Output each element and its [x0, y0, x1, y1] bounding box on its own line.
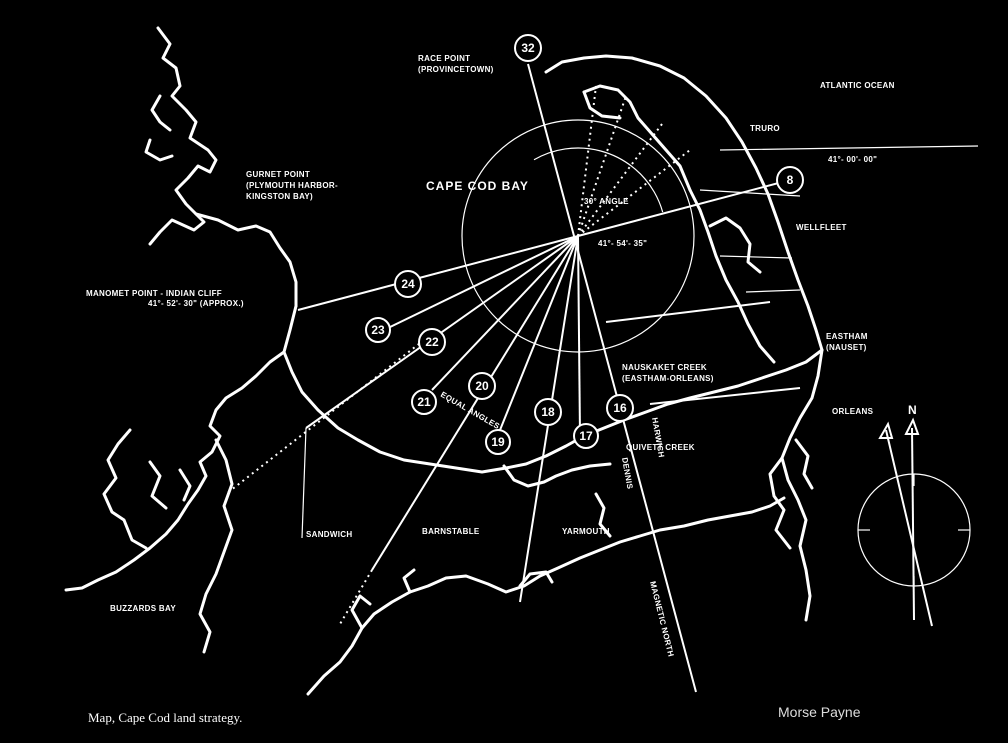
- marker-20: 20: [468, 372, 496, 400]
- svg-text:18: 18: [541, 405, 555, 419]
- svg-text:16: 16: [613, 401, 627, 415]
- marker-21: 21: [411, 389, 437, 415]
- station-markers: 32 8 24 23 22 21 20 19 18 17 16: [365, 34, 804, 455]
- marker-22: 22: [418, 328, 446, 356]
- gurnet-point-sub1-label: (PLYMOUTH HARBOR-: [246, 181, 338, 190]
- magnetic-north-label: MAGNETIC NORTH: [648, 580, 675, 657]
- atlantic-ocean-label: ATLANTIC OCEAN: [820, 81, 895, 90]
- coastline: [64, 26, 824, 696]
- eastham-sub-label: (NAUSET): [826, 343, 867, 352]
- inner-arc: [489, 147, 667, 325]
- angle-30-label: 30° ANGLE: [584, 197, 629, 206]
- nauskaket-creek-label: NAUSKAKET CREEK: [622, 363, 707, 372]
- town-boundaries: [301, 145, 979, 539]
- nauskaket-sub-label: (EASTHAM-ORLEANS): [622, 374, 714, 383]
- cape-cod-bay-circle: [461, 119, 695, 353]
- gurnet-point-sub2-label: KINGSTON BAY): [246, 192, 313, 201]
- eastham-label: EASTHAM: [826, 332, 868, 341]
- svg-text:24: 24: [401, 277, 415, 291]
- magnetic-arrow-icon: [904, 417, 920, 435]
- race-point-sub-label: (PROVINCETOWN): [418, 65, 494, 74]
- dennis-label: DENNIS: [620, 457, 634, 490]
- barnstable-label: BARNSTABLE: [422, 527, 480, 536]
- marker-24: 24: [394, 270, 422, 298]
- north-label: N: [908, 403, 918, 417]
- compass: N: [857, 403, 971, 627]
- truro-label: TRURO: [750, 124, 780, 133]
- place-labels: RACE POINT (PROVINCETOWN) ATLANTIC OCEAN…: [86, 54, 895, 658]
- race-point-label: RACE POINT: [418, 54, 470, 63]
- svg-text:21: 21: [417, 395, 431, 409]
- manomet-point-label: MANOMET POINT - INDIAN CLIFF: [86, 289, 222, 298]
- yarmouth-label: YARMOUTH: [562, 527, 610, 536]
- north-arrow-icon: [878, 421, 894, 439]
- marker-18: 18: [534, 398, 562, 426]
- sandwich-label: SANDWICH: [306, 530, 352, 539]
- svg-text:22: 22: [425, 335, 439, 349]
- marker-32: 32: [514, 34, 542, 62]
- svg-text:23: 23: [371, 323, 385, 337]
- svg-text:32: 32: [521, 41, 535, 55]
- quivett-creek-label: QUIVETT CREEK: [626, 443, 695, 452]
- credit-label: Morse Payne: [778, 704, 861, 720]
- svg-text:8: 8: [787, 173, 794, 187]
- cape-cod-bay-label: CAPE COD BAY: [426, 179, 529, 193]
- marker-8: 8: [776, 166, 804, 194]
- coord-right-label: 41°- 00'- 00": [828, 155, 877, 164]
- gurnet-point-label: GURNET POINT: [246, 170, 310, 179]
- svg-text:17: 17: [579, 429, 593, 443]
- harwich-label: HARWICH: [650, 417, 666, 459]
- marker-19: 19: [485, 429, 511, 455]
- equal-angles-label: EQUAL ANGLES: [439, 390, 502, 431]
- marker-16: 16: [606, 394, 634, 422]
- map-caption: Map, Cape Cod land strategy.: [88, 710, 242, 725]
- svg-text:20: 20: [475, 379, 489, 393]
- wellfleet-label: WELLFLEET: [796, 223, 847, 232]
- svg-text:19: 19: [491, 435, 505, 449]
- marker-17: 17: [573, 423, 599, 449]
- manomet-coord-label: 41°- 52'- 30" (APPROX.): [148, 299, 244, 308]
- marker-23: 23: [365, 317, 391, 343]
- orleans-label: ORLEANS: [832, 407, 874, 416]
- buzzards-bay-label: BUZZARDS BAY: [110, 604, 176, 613]
- center-coord-label: 41°- 54'- 35": [598, 239, 647, 248]
